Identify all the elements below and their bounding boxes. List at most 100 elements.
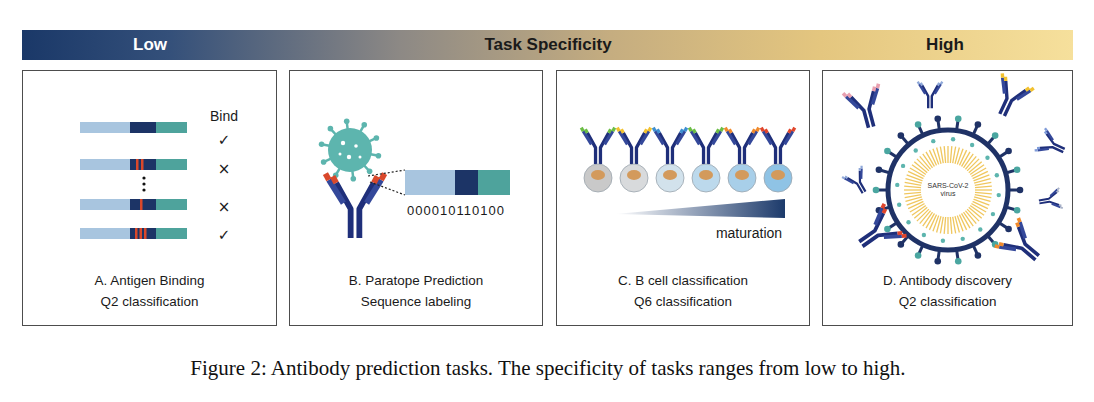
virus-label: SARS-CoV-2 virus <box>926 182 970 198</box>
binding-mark: ✓ <box>218 132 231 149</box>
virus-spike <box>351 171 357 182</box>
core-ray <box>933 215 939 231</box>
membrane-dot <box>922 233 926 237</box>
task-name: C. B cell classification <box>557 270 809 291</box>
spike-head <box>955 258 962 265</box>
virus-spike <box>319 141 330 147</box>
spike-head <box>1005 226 1012 233</box>
membrane-dot <box>995 173 999 177</box>
antibody <box>843 84 889 132</box>
membrane-dot <box>951 137 955 141</box>
sequence-bar <box>80 159 187 170</box>
maturation-wedge <box>615 199 785 218</box>
spike-head <box>934 258 941 265</box>
core-ray <box>929 150 936 165</box>
band-label: High <box>926 30 964 60</box>
virus-envelope <box>888 130 1008 250</box>
virus-spike <box>321 159 331 165</box>
spike-head <box>975 121 982 128</box>
antibody <box>842 166 874 198</box>
column-header: Bind <box>210 108 238 124</box>
antibody <box>581 128 614 164</box>
spike-head <box>876 166 883 173</box>
b-cell <box>725 128 758 192</box>
spike-head <box>992 132 999 139</box>
task-panel: B. Paratope PredictionSequence labeling <box>289 70 543 326</box>
b-cell <box>581 128 614 192</box>
binding-mark: × <box>218 161 231 178</box>
paratope-illustration <box>319 118 510 238</box>
spike-head <box>361 122 367 128</box>
task-name: D. Antibody discovery <box>823 270 1072 291</box>
membrane-dot <box>897 203 901 207</box>
task-name: B. Paratope Prediction <box>290 270 542 291</box>
core-ray <box>975 186 992 187</box>
antibody <box>1037 188 1062 212</box>
cell-nucleus <box>735 170 749 180</box>
antibody <box>761 128 794 164</box>
virus-icon <box>319 118 381 181</box>
spike-head <box>367 169 373 175</box>
virus-spike <box>328 126 336 135</box>
virus-core <box>895 137 1001 243</box>
panel-caption: A. Antigen BindingQ2 classification <box>23 270 276 312</box>
virus-spike <box>364 165 372 174</box>
spike-head <box>351 176 357 182</box>
core-ray <box>904 186 921 187</box>
core-ray <box>907 175 923 181</box>
core-ray <box>944 217 945 234</box>
membrane-dot <box>901 164 905 168</box>
task-type: Q2 classification <box>23 291 276 312</box>
task-panel: C. B cell classificationQ6 classificatio… <box>556 70 810 326</box>
binding-mark: ✓ <box>218 227 231 244</box>
figure-caption: Figure 2: Antibody prediction tasks. The… <box>190 356 905 381</box>
cell-nucleus <box>771 170 785 180</box>
task-panel: D. Antibody discoveryQ2 classification <box>822 70 1073 326</box>
dotted-leader <box>368 170 405 176</box>
binding-mark: × <box>218 199 231 216</box>
core-ray <box>904 192 921 193</box>
core-ray <box>957 149 963 165</box>
spike-head <box>328 126 334 132</box>
core-ray <box>950 146 951 163</box>
virus-spike <box>371 153 382 159</box>
spike-head <box>1014 166 1021 173</box>
spike-head <box>873 187 880 194</box>
spike-head <box>884 148 891 155</box>
spike-head <box>915 121 922 128</box>
membrane-dot <box>914 148 918 152</box>
membrane-dot <box>961 237 965 241</box>
cell-body <box>728 164 756 192</box>
sequence-bar <box>80 122 187 133</box>
virus-spike <box>344 118 350 129</box>
core-ray <box>975 192 992 193</box>
membrane-dot <box>931 139 935 143</box>
virus-spike <box>360 122 367 132</box>
core-ray <box>940 147 943 164</box>
cell-body <box>656 164 684 192</box>
membrane-dot <box>997 193 1001 197</box>
antibody <box>986 73 1033 122</box>
spike-head <box>898 132 905 139</box>
sequence-bar <box>405 170 510 195</box>
antibody-group <box>842 73 1069 271</box>
panel-caption: C. B cell classificationQ6 classificatio… <box>557 270 809 312</box>
spike-head <box>884 226 891 233</box>
cell-nucleus <box>591 170 605 180</box>
task-type: Sequence labeling <box>290 291 542 312</box>
cell-body <box>620 164 648 192</box>
core-ray <box>950 217 951 234</box>
membrane-dot <box>941 239 945 243</box>
core-ray <box>972 171 987 178</box>
cell-body <box>764 164 792 192</box>
spike-head <box>319 141 325 147</box>
core-ray <box>947 146 948 163</box>
antibody <box>725 128 758 164</box>
sequence-bar <box>80 228 187 239</box>
core-ray <box>975 189 992 190</box>
spike-head <box>1005 148 1012 155</box>
antibody <box>1035 128 1069 161</box>
cell-nucleus <box>699 170 713 180</box>
core-ray <box>944 146 945 163</box>
core-ray <box>953 217 956 234</box>
